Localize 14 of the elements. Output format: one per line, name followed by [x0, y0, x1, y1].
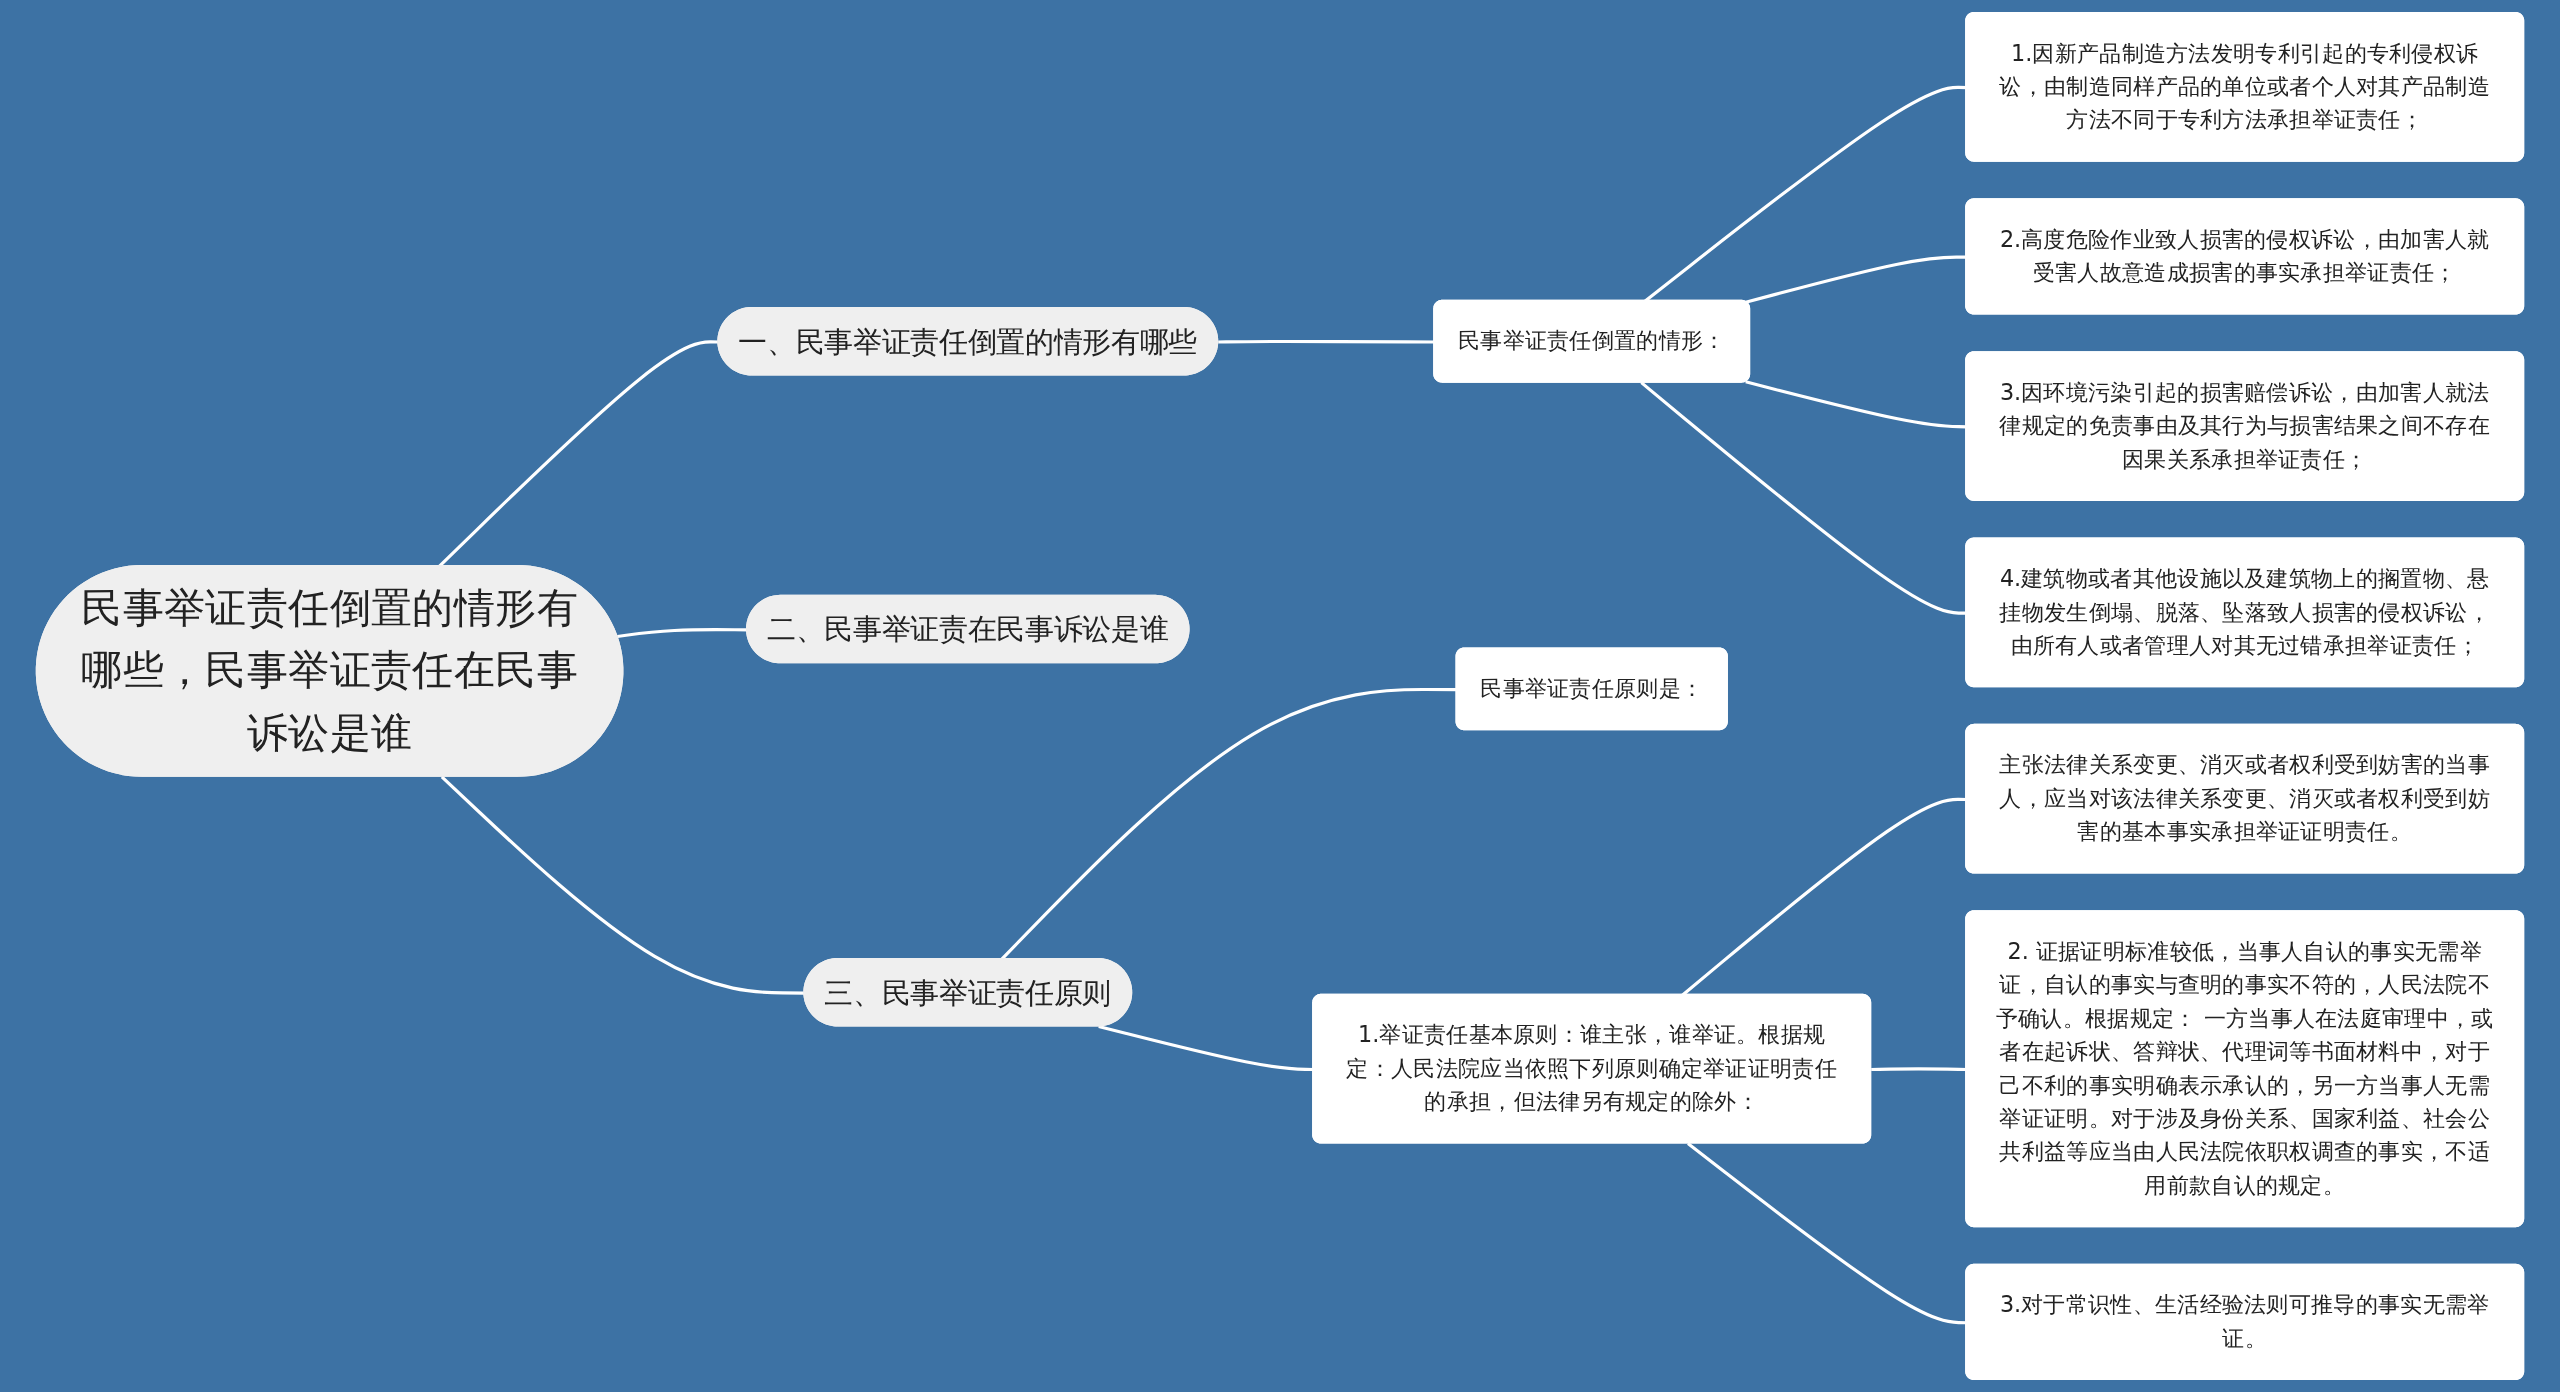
topic-node: 一、民事举证责任倒置的情形有哪些: [717, 307, 1219, 376]
topic-node: 二、民事举证责在民事诉讼是谁: [746, 594, 1190, 664]
text-node: 2. 证据证明标准较低，当事人自认的事实无需举证，自认的事实与查明的事实不符的，人民法院不予确认。根据规定： 一方当事人在法庭审理中，或者在起诉状、答辩状、代理词等书面材料中，对于己不利的事实明确表示承认的，另一方当事人无需举证证明。对于涉及身份关系、国家利益、社会公共利益等应当由人民法院依职权调查的事实，不适用前款自认的规定。: [1965, 910, 2525, 1228]
text-node: 主张法律关系变更、消灭或者权利受到妨害的当事人，应当对该法律关系变更、消灭或者权利受到妨害的基本事实承担举证证明责任。: [1965, 723, 2525, 874]
central-topic-node: 民事举证责任倒置的情形有哪些，民事举证责任在民事诉讼是谁: [35, 565, 624, 777]
text-node: 4.建筑物或者其他设施以及建筑物上的搁置物、悬挂物发生倒塌、脱落、坠落致人损害的侵权诉讼，由所有人或者管理人对其无过错承担举证责任；: [1965, 537, 2525, 688]
text-node: 1.举证责任基本原则：谁主张，谁举证。根据规定：人民法院应当依照下列原则确定举证证明责任的承担，但法律另有规定的除外：: [1312, 993, 1872, 1144]
text-node: 民事举证责任原则是：: [1455, 647, 1728, 731]
topic-node: 三、民事举证责任原则: [803, 958, 1133, 1027]
text-node: 民事举证责任倒置的情形：: [1433, 299, 1751, 383]
text-node: 3.因环境污染引起的损害赔偿诉讼，由加害人就法律规定的免责事由及其行为与损害结果之间不存在因果关系承担举证责任；: [1965, 351, 2525, 501]
text-node: 2.高度危险作业致人损害的侵权诉讼，由加害人就受害人故意造成损害的事实承担举证责任；: [1965, 198, 2525, 315]
text-node: 3.对于常识性、生活经验法则可推导的事实无需举证。: [1965, 1263, 2525, 1381]
text-node: 1.因新产品制造方法发明专利引起的专利侵权诉讼，由制造同样产品的单位或者个人对其产品制造方法不同于专利方法承担举证责任；: [1965, 11, 2525, 162]
